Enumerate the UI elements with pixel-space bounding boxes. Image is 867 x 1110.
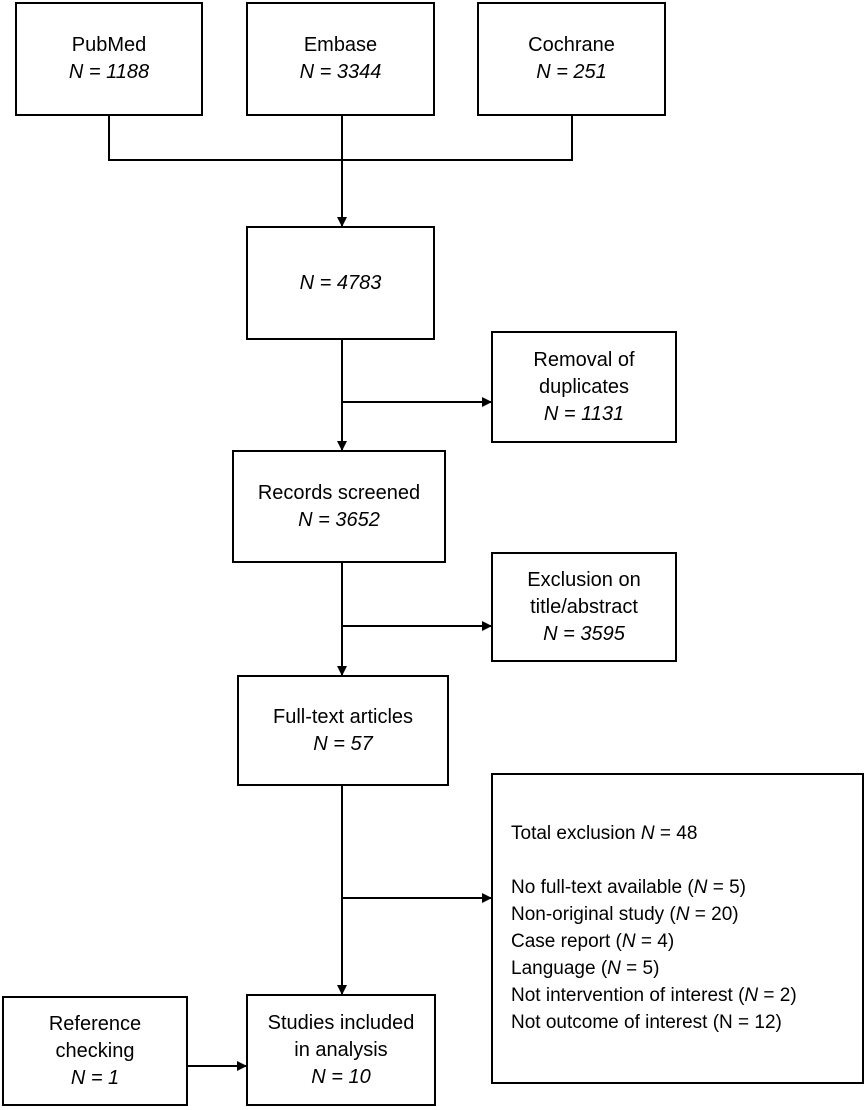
exclusion-reason: Non-original study (N = 20) <box>511 904 739 925</box>
reference-count: N = 1 <box>70 1066 120 1089</box>
pubmed-count: N = 1188 <box>68 61 150 83</box>
screened-label: Records screened <box>257 481 421 504</box>
title-exclusion-count: N = 3595 <box>543 622 625 645</box>
reference-checking-box: Reference checking N = 1 <box>2 996 188 1106</box>
included-count: N = 10 <box>311 1065 371 1088</box>
duplicates-count: N = 1131 <box>543 402 625 425</box>
fulltext-box: Full-text articles N = 57 <box>237 675 449 786</box>
cochrane-box: Cochrane N = 251 <box>477 2 666 116</box>
duplicates-box: Removal of duplicates N = 1131 <box>491 331 677 443</box>
embase-count: N = 3344 <box>299 61 382 83</box>
embase-label: Embase <box>303 34 378 56</box>
exclusion-reason: Language (N = 5) <box>511 958 660 979</box>
cochrane-label: Cochrane <box>528 34 615 56</box>
duplicates-label-line2: duplicates <box>538 375 630 398</box>
duplicates-label-line1: Removal of <box>533 348 635 371</box>
embase-box: Embase N = 3344 <box>246 2 435 116</box>
title-exclusion-box: Exclusion on title/abstract N = 3595 <box>491 552 677 662</box>
pubmed-label: PubMed <box>71 34 147 56</box>
records-screened-box: Records screened N = 3652 <box>232 450 446 563</box>
reference-line2: checking <box>55 1039 135 1062</box>
pubmed-box: PubMed N = 1188 <box>15 2 203 116</box>
exclusion-reason: Not outcome of interest (N = 12) <box>511 1012 782 1033</box>
fulltext-count: N = 57 <box>313 732 373 755</box>
cochrane-count: N = 251 <box>536 61 607 83</box>
total-exclusion-header: Total exclusion N = 48 <box>511 823 698 844</box>
studies-included-box: Studies included in analysis N = 10 <box>246 994 436 1106</box>
fulltext-label: Full-text articles <box>272 705 414 728</box>
exclusion-reason: No full-text available (N = 5) <box>511 877 746 898</box>
total-exclusion-box: Total exclusion N = 48 No full-text avai… <box>491 773 864 1084</box>
combined-records-box: N = 4783 <box>246 226 435 340</box>
title-exclusion-line2: title/abstract <box>530 595 638 618</box>
included-line2: in analysis <box>294 1038 388 1061</box>
included-line1: Studies included <box>267 1011 415 1034</box>
reference-line1: Reference <box>48 1012 142 1035</box>
exclusion-reason: Case report (N = 4) <box>511 931 675 952</box>
combined-count: N = 4783 <box>299 271 382 294</box>
screened-count: N = 3652 <box>298 508 380 531</box>
exclusion-reason: Not intervention of interest (N = 2) <box>511 985 797 1006</box>
title-exclusion-line1: Exclusion on <box>527 568 641 591</box>
